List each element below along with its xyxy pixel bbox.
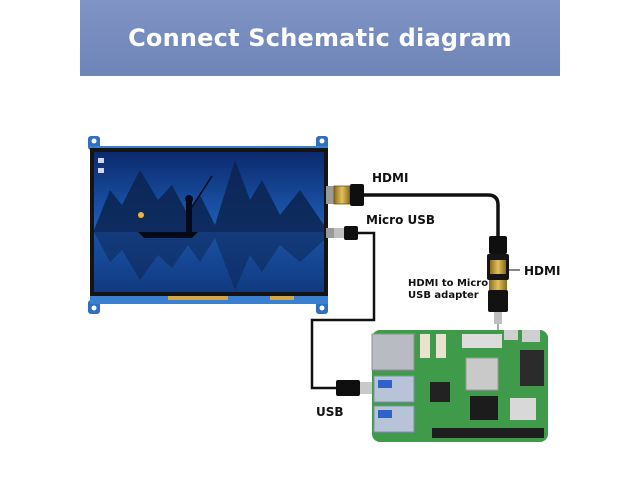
- gpio-header: [432, 428, 544, 438]
- hdmi-cable: [333, 184, 509, 340]
- metal-shield: [465, 357, 499, 391]
- soc-chip: [470, 396, 498, 420]
- usb-ports-upper: [373, 375, 415, 403]
- title-banner: Connect Schematic diagram: [80, 0, 560, 76]
- usb-plug: [336, 380, 360, 396]
- wifi-module: [510, 398, 536, 420]
- hdmi-label-top: HDMI: [372, 171, 408, 185]
- hdmi-label-right: HDMI: [524, 264, 560, 278]
- board-hdmi-port: [462, 334, 502, 348]
- ethernet-port: [371, 333, 415, 371]
- diagram-title: Connect Schematic diagram: [128, 24, 512, 52]
- boat-silhouette: [138, 232, 198, 238]
- lantern-glow: [138, 212, 144, 218]
- display-micro-usb-port: [326, 228, 334, 238]
- raspberry-pi-pcb: [372, 330, 548, 442]
- hdmi-plug-top: [333, 185, 351, 205]
- micro-usb-label: Micro USB: [366, 213, 435, 227]
- display-hdmi-port: [326, 186, 336, 204]
- hdmi-to-micro-adapter: [488, 290, 508, 312]
- usb-ports-lower: [373, 405, 415, 433]
- mountains-silhouette: [94, 160, 324, 232]
- micro-usb-plug: [334, 228, 344, 238]
- adapter-label-line2: USB adapter: [408, 290, 479, 301]
- usb-label: USB: [316, 405, 344, 419]
- adapter-label-line1: HDMI to Micro: [408, 278, 488, 289]
- lcd-display: [88, 136, 336, 314]
- raspberry-pi-board: [371, 330, 548, 442]
